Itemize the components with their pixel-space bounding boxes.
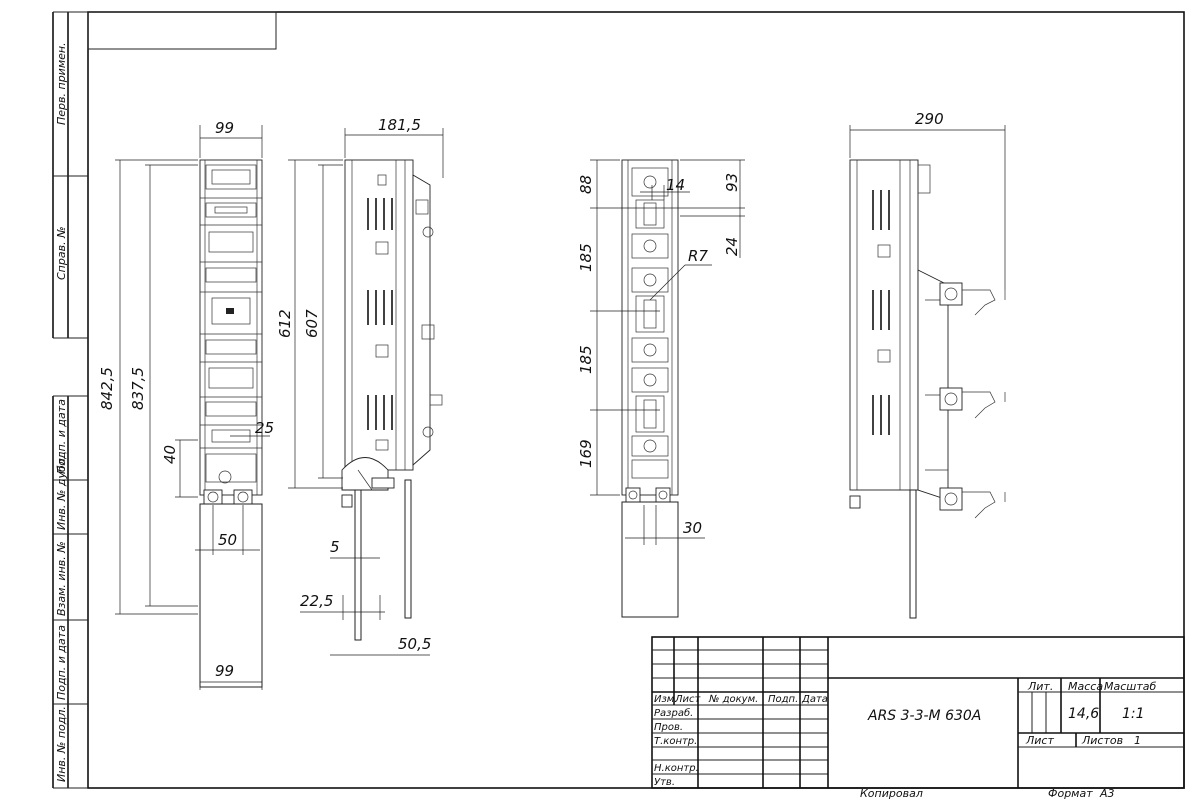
footer-format: Формат xyxy=(1048,787,1093,800)
dim-open-88: 88 xyxy=(577,175,595,194)
sidebar-label-podp-i-data-2: Подп. и дата xyxy=(55,625,68,700)
dim-side-22-5: 22,5 xyxy=(300,592,333,610)
dim-front-width-top: 99 xyxy=(215,119,234,137)
tb-prov: Пров. xyxy=(654,722,683,733)
sidebar-label-perv-primen: Перв. примен. xyxy=(55,42,68,125)
dim-front-height-total: 842,5 xyxy=(98,367,116,410)
tb-list-label: Лист xyxy=(1025,734,1054,747)
tb-designation: ARS 3-3-M 630A xyxy=(867,708,981,724)
tb-utv: Утв. xyxy=(654,777,675,788)
view-side xyxy=(341,159,443,641)
view-front xyxy=(199,159,263,688)
view-front-open xyxy=(621,159,679,618)
dim-side-top-181-5: 181,5 xyxy=(378,116,421,134)
tb-data: Дата xyxy=(801,694,828,705)
tb-podp: Подп. xyxy=(768,694,798,705)
dim-open-24: 24 xyxy=(723,237,741,256)
footer-kopiroval: Копировал xyxy=(860,787,923,800)
tb-razrab: Разраб. xyxy=(654,707,693,719)
view-side-dimensions xyxy=(288,128,444,656)
dim-open-r7: R7 xyxy=(688,247,708,265)
view-side-open xyxy=(849,159,1006,619)
tb-t-kontr: Т.контр. xyxy=(654,736,697,747)
sidebar-label-inv-no-dubl: Инв. № дубл. xyxy=(55,455,68,530)
view-front-open-dimensions xyxy=(590,159,745,545)
dim-side-607: 607 xyxy=(303,309,321,338)
tb-no-dokum: № докум. xyxy=(708,694,758,705)
tb-massa-value: 14,6 xyxy=(1068,706,1099,722)
sidebar-label-podp-i-data-1: Подп. и дата xyxy=(55,399,68,474)
tb-masshtab: Масштаб xyxy=(1104,680,1156,693)
tb-list: Лист xyxy=(674,694,702,705)
dim-front-50: 50 xyxy=(218,531,237,549)
dim-open-185-a: 185 xyxy=(577,243,595,272)
tb-listov-label: Листов xyxy=(1081,734,1123,747)
dim-front-40: 40 xyxy=(161,445,179,464)
tb-listov-value: 1 xyxy=(1134,734,1141,747)
view-side-open-dimensions xyxy=(849,125,1006,290)
tb-masshtab-value: 1:1 xyxy=(1122,706,1145,722)
dim-open-30: 30 xyxy=(683,519,702,537)
dim-open-185-b: 185 xyxy=(577,345,595,374)
left-sidebar-columns xyxy=(52,11,88,789)
dim-side-open-290: 290 xyxy=(915,110,944,128)
dim-side-612: 612 xyxy=(276,309,294,338)
sidebar-label-vzam-inv-no: Взам. инв. № xyxy=(55,541,68,616)
footer-format-value: А3 xyxy=(1099,787,1115,800)
tb-massa: Масса xyxy=(1068,680,1103,693)
dim-open-14: 14 xyxy=(666,176,685,194)
tb-lit: Лит. xyxy=(1027,680,1053,693)
dim-front-height-inner: 837,5 xyxy=(129,367,147,410)
dim-front-width-bottom: 99 xyxy=(215,662,234,680)
title-block-grid xyxy=(651,636,1185,789)
dim-side-5: 5 xyxy=(330,538,340,556)
sheet-frame xyxy=(87,11,1185,789)
dim-open-93: 93 xyxy=(723,173,741,192)
dim-open-169: 169 xyxy=(577,439,595,468)
dim-front-25: 25 xyxy=(255,419,274,437)
tb-n-kontr: Н.контр. xyxy=(654,763,699,774)
dim-side-50-5: 50,5 xyxy=(398,635,431,653)
tb-izm: Изм. xyxy=(654,694,678,705)
sidebar-label-sprav-no: Справ. № xyxy=(55,226,68,280)
sidebar-label-inv-no-podl: Инв. № подл. xyxy=(55,706,68,782)
view-front-dimensions xyxy=(115,125,270,690)
